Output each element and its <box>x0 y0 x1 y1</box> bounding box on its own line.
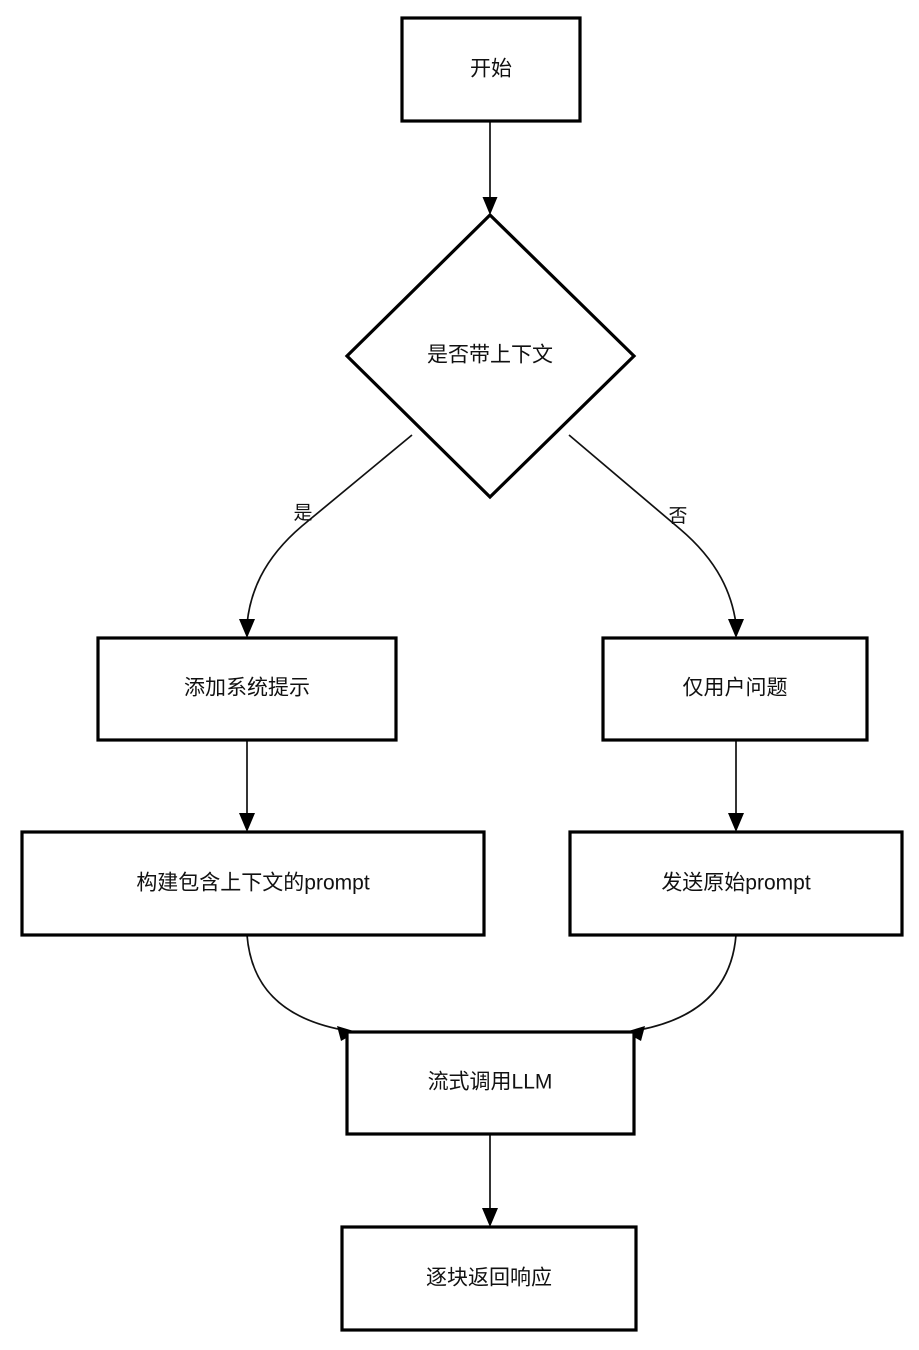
edge-build-prompt-to-stream-llm <box>246 934 357 1041</box>
node-decision-has-context[interactable]: 是否带上下文 <box>344 212 637 500</box>
node-add-system-shape[interactable] <box>96 636 398 742</box>
edge-label-yes: 是 <box>293 503 312 524</box>
arrowhead-icon <box>482 197 498 215</box>
node-start-shape[interactable] <box>400 16 582 123</box>
node-stream-llm[interactable]: 流式调用LLM <box>345 1030 636 1136</box>
node-stream-llm-shape[interactable] <box>345 1030 636 1136</box>
edge-decision-to-user-only <box>568 434 744 638</box>
node-send-raw-prompt[interactable]: 发送原始prompt <box>568 830 904 937</box>
arrowhead-icon <box>239 619 255 638</box>
edge-line <box>246 434 413 625</box>
edge-label-no: 否 <box>668 506 687 527</box>
node-build-prompt-label: 构建包含上下文的prompt <box>136 872 370 895</box>
edge-user-only-to-send-raw <box>728 740 744 832</box>
node-user-only-shape[interactable] <box>601 636 869 742</box>
arrowhead-icon <box>482 1208 498 1227</box>
node-build-prompt-shape[interactable] <box>20 830 486 937</box>
node-user-only-label: 仅用户问题 <box>683 677 788 700</box>
arrowhead-icon <box>239 813 255 832</box>
node-add-system-prompt[interactable]: 添加系统提示 <box>96 636 398 742</box>
node-decision-shape[interactable] <box>344 212 637 500</box>
node-send-raw-label: 发送原始prompt <box>661 872 811 895</box>
arrowhead-icon <box>728 619 744 638</box>
edge-decision-to-add-system <box>239 434 413 638</box>
node-chunk-resp-label: 逐块返回响应 <box>426 1267 552 1290</box>
node-add-system-label: 添加系统提示 <box>184 677 310 700</box>
node-user-question-only[interactable]: 仅用户问题 <box>601 636 869 742</box>
edge-stream-llm-to-chunk-resp <box>482 1134 498 1227</box>
edge-line <box>246 934 344 1031</box>
edge-send-raw-to-stream-llm <box>625 934 737 1041</box>
edge-add-system-to-build-prompt <box>239 740 255 832</box>
edge-line <box>638 934 737 1031</box>
node-chunk-resp-shape[interactable] <box>340 1225 638 1332</box>
node-decision-label: 是否带上下文 <box>427 344 553 367</box>
edge-start-to-decision <box>482 121 498 215</box>
node-build-context-prompt[interactable]: 构建包含上下文的prompt <box>20 830 486 937</box>
node-start[interactable]: 开始 <box>400 16 582 123</box>
edge-line <box>568 434 737 625</box>
arrowhead-icon <box>728 813 744 832</box>
node-stream-llm-label: 流式调用LLM <box>428 1071 553 1094</box>
node-start-label: 开始 <box>470 58 512 81</box>
node-chunked-response[interactable]: 逐块返回响应 <box>340 1225 638 1332</box>
node-send-raw-shape[interactable] <box>568 830 904 937</box>
